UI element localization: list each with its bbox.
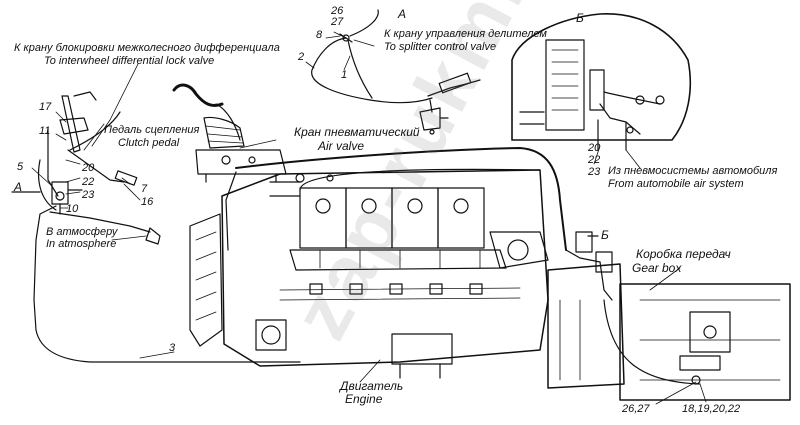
label-atmosphere-ru: В атмосферу	[46, 226, 118, 238]
gearbox	[547, 231, 791, 401]
callout-23-air: 23	[588, 166, 601, 178]
callout-17: 17	[39, 101, 52, 113]
view-a-marker: А	[14, 180, 23, 194]
callout-18-19-20-22: 18,19,20,22	[682, 403, 741, 415]
callout-26: 26	[331, 5, 344, 17]
label-air-valve-ru: Кран пневматический	[294, 125, 420, 139]
label-splitter-ru: К крану управления делителем	[384, 28, 547, 40]
engine-block	[189, 168, 549, 379]
view-b-marker: Б	[601, 228, 609, 242]
callout-11: 11	[39, 125, 51, 137]
label-gearbox-en: Gear box	[632, 261, 682, 275]
callout-2: 2	[298, 51, 305, 63]
label-atmosphere-en: In atmosphere	[46, 238, 117, 250]
label-air-system-ru: Из пневмосистемы автомобиля	[608, 165, 778, 177]
callout-1: 1	[341, 69, 348, 81]
callout-7: 7	[141, 183, 148, 195]
label-air-system-en: From automobile air system	[608, 178, 744, 190]
detail-view-a	[311, 9, 481, 135]
detail-view-b	[511, 13, 692, 151]
gear-shifter	[172, 83, 287, 183]
callout-27: 27	[331, 16, 344, 28]
view-b-title: Б	[576, 11, 584, 25]
label-clutch-ru: Педаль сцепления	[104, 124, 200, 136]
label-clutch-en: Clutch pedal	[118, 137, 180, 149]
callout-8: 8	[316, 29, 323, 41]
callout-23-clutch: 23	[82, 189, 95, 201]
label-engine-en: Engine	[345, 392, 383, 406]
label-differential-ru: К крану блокировки межколесного дифферен…	[14, 42, 280, 54]
callout-22-clutch: 22	[82, 176, 95, 188]
callout-26-27: 26,27	[622, 403, 650, 415]
callout-16: 16	[141, 196, 154, 208]
label-differential-en: To interwheel differential lock valve	[44, 55, 215, 67]
callout-10: 10	[66, 203, 79, 215]
callout-20-clutch: 20	[82, 162, 95, 174]
view-a-title: А	[398, 7, 407, 21]
callout-5: 5	[17, 161, 24, 173]
label-gearbox-ru: Коробка передач	[636, 247, 731, 261]
clutch-pedal-assembly	[33, 91, 301, 363]
callout-22-air: 22	[588, 154, 601, 166]
air-pipe	[225, 147, 601, 263]
callout-3: 3	[169, 342, 176, 354]
callout-20-air: 20	[588, 142, 601, 154]
label-air-valve-en: Air valve	[318, 139, 365, 153]
label-splitter-en: To splitter control valve	[384, 41, 497, 53]
leader-lines	[11, 31, 707, 405]
label-engine-ru: Двигатель	[340, 379, 404, 393]
